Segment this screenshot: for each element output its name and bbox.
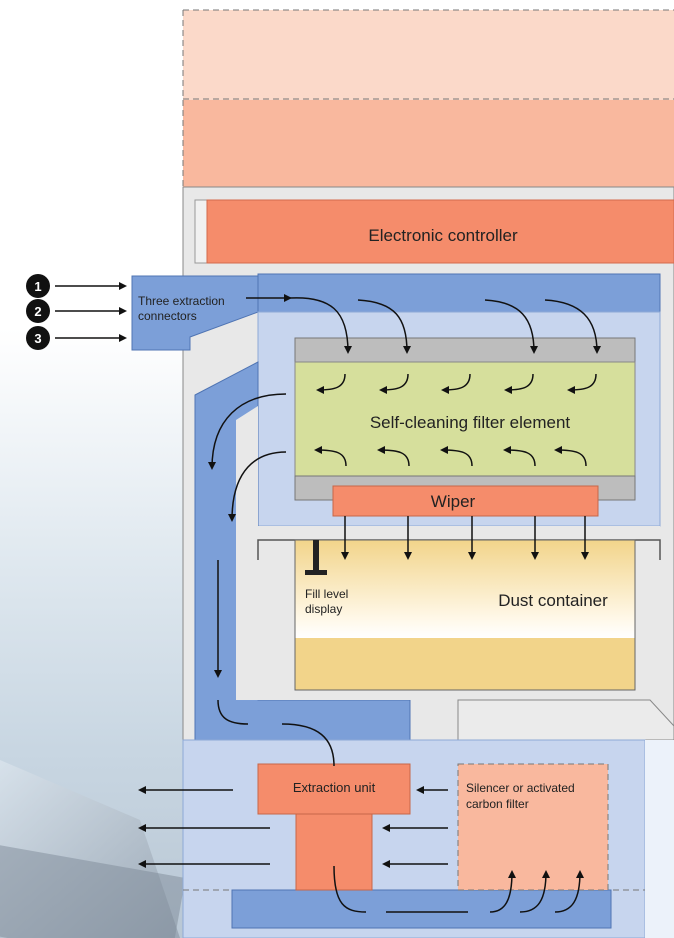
right-panel — [457, 699, 674, 741]
fill-level-indicator — [313, 540, 319, 572]
extraction-unit: Extraction unit — [257, 763, 411, 891]
airflow-arrows — [138, 294, 601, 913]
extraction-unit-label: Extraction unit — [293, 780, 376, 795]
inlet-2-number: 2 — [34, 304, 41, 319]
dust-container-label: Dust container — [498, 591, 608, 610]
connectors-label-2: connectors — [138, 309, 197, 323]
filter-element: Self-cleaning filter element — [294, 337, 636, 501]
silencer: Silencer or activated carbon filter — [457, 763, 609, 891]
inlet-2-badge — [26, 299, 50, 323]
silencer-label-1: Silencer or activated — [466, 781, 575, 795]
controller-label: Electronic controller — [368, 226, 518, 245]
fill-level-label-1: Fill level — [305, 587, 348, 601]
inlet-3-badge — [26, 326, 50, 350]
background-device — [0, 760, 186, 938]
inlet-connector: Three extraction connectors — [131, 273, 661, 351]
electronic-controller: Electronic controller — [194, 199, 674, 264]
filter-label: Self-cleaning filter element — [370, 413, 571, 432]
inlet-1-number: 1 — [34, 279, 41, 294]
inlet-1-badge — [26, 274, 50, 298]
silencer-label-2: carbon filter — [466, 797, 529, 811]
wiper: Wiper — [332, 485, 599, 517]
inlet-numbers: 1 2 3 — [26, 274, 127, 350]
dust-container: Fill level display Dust container — [257, 539, 661, 691]
fill-level-label-2: display — [305, 602, 342, 616]
connectors-label-1: Three extraction — [138, 294, 225, 308]
inlet-3-number: 3 — [34, 331, 41, 346]
top-panels — [182, 9, 674, 187]
wiper-label: Wiper — [431, 492, 476, 511]
